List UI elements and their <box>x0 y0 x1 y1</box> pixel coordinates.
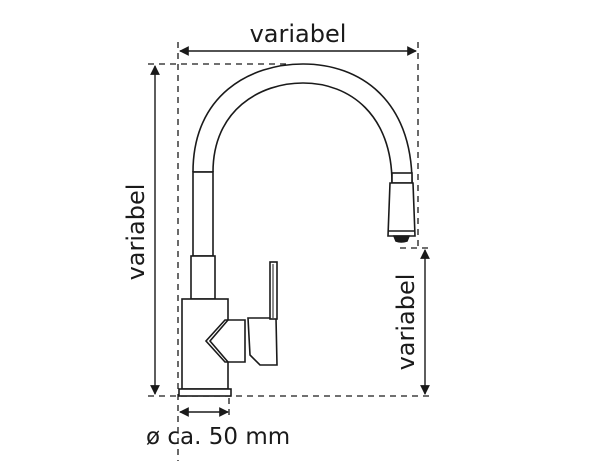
right-height-dimension: variabel <box>392 249 430 395</box>
tube-collar <box>190 255 216 300</box>
right-height-label: variabel <box>392 274 420 371</box>
left-height-dimension: variabel <box>122 65 160 395</box>
spray-head-nozzle <box>392 235 411 243</box>
spray-head <box>387 182 416 237</box>
base-plate <box>178 388 232 397</box>
left-height-label: variabel <box>122 184 150 281</box>
lever-handle <box>247 317 278 366</box>
faucet <box>178 63 416 397</box>
base-diameter-label: ø ca. 50 mm <box>146 424 290 450</box>
spray-head-ring <box>391 172 413 184</box>
top-width-label: variabel <box>250 20 347 48</box>
spout-arc <box>192 63 413 184</box>
top-width-dimension: variabel <box>179 20 417 56</box>
spout-arc-inner <box>212 82 393 184</box>
spout-tube <box>192 171 214 257</box>
valve-cartridge <box>204 319 246 363</box>
base-diameter-dimension: ø ca. 50 mm <box>146 407 290 450</box>
